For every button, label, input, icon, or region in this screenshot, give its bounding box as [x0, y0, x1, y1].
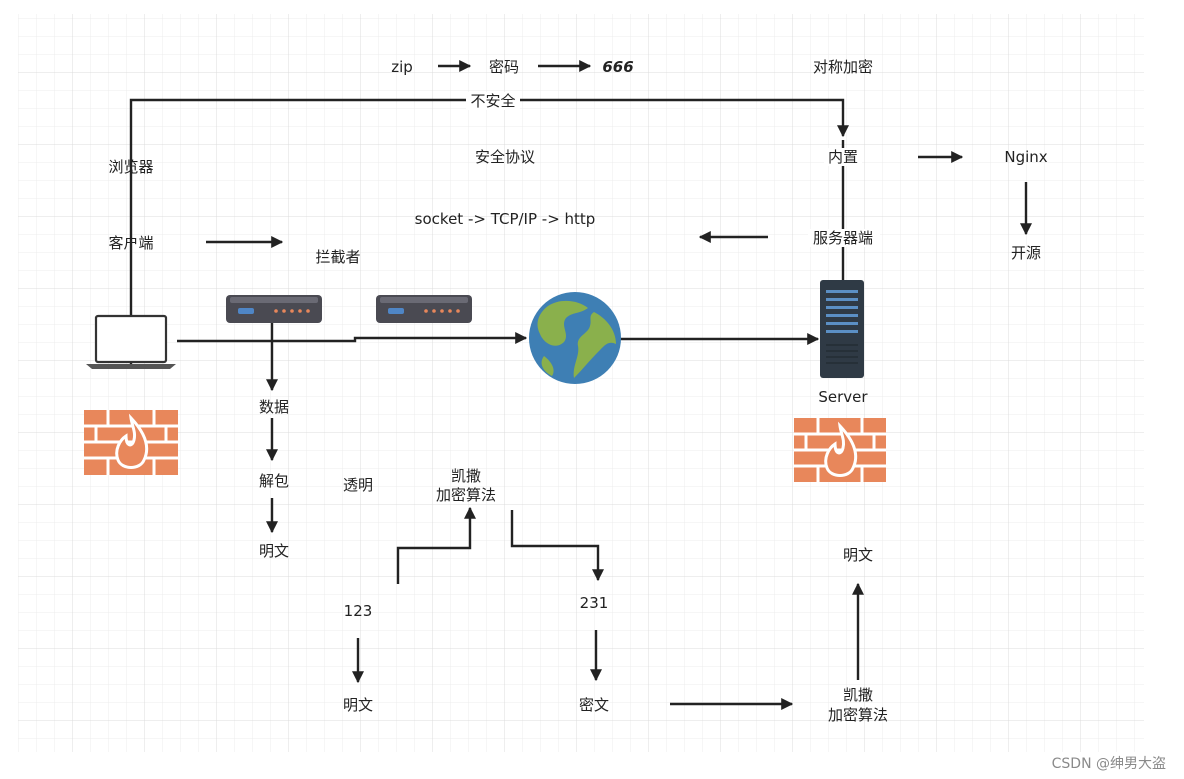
label-secure-protocol: 安全协议: [475, 148, 535, 166]
globe-icon: [529, 292, 621, 384]
firewall-icon-left: [84, 410, 178, 475]
label-data: 数据: [259, 398, 289, 416]
label-server-side: 服务器端: [813, 229, 873, 247]
label-server-side-bg: [808, 229, 880, 247]
label-123: 123: [344, 602, 373, 620]
router-icon-1: [226, 295, 322, 323]
label-ciphertext: 密文: [579, 696, 609, 714]
label-builtin-bg: [824, 148, 862, 166]
label-client: 客户端: [108, 234, 153, 252]
label-browser: 浏览器: [108, 158, 153, 176]
label-zip: zip: [391, 58, 413, 76]
labels: zip 密码 666 对称加密 不安全 浏览器 安全协议 内置 Nginx so…: [108, 58, 1047, 724]
label-interceptor: 拦截者: [315, 248, 360, 266]
label-builtin: 内置: [828, 148, 858, 166]
label-caesar2-line1: 凯撒: [843, 686, 873, 704]
label-insecure: 不安全: [470, 92, 515, 110]
label-symmetric-encryption: 对称加密: [813, 58, 873, 76]
arrow-caesar-to-231: [510, 510, 604, 582]
label-transparent: 透明: [343, 476, 373, 494]
label-password: 密码: [489, 58, 519, 76]
laptop-icon: [86, 314, 176, 369]
router-icon-2: [376, 295, 472, 323]
network-line-laptop-to-globe: [177, 332, 528, 344]
label-231: 231: [580, 594, 609, 612]
label-plaintext-bottom: 明文: [343, 696, 373, 714]
label-nginx: Nginx: [1004, 148, 1047, 166]
label-caesar2-line2: 加密算法: [828, 706, 888, 724]
server-rack-icon: [820, 280, 864, 378]
label-666: 666: [602, 58, 633, 76]
label-socket-chain: socket -> TCP/IP -> http: [415, 210, 596, 228]
label-plaintext-left: 明文: [259, 542, 289, 560]
watermark: CSDN @绅男大盗: [1052, 756, 1166, 772]
label-server: Server: [818, 388, 868, 406]
firewall-icon-right: [794, 418, 886, 482]
label-insecure-bg: [466, 92, 520, 110]
label-caesar-line2: 加密算法: [436, 486, 496, 504]
label-plaintext-right: 明文: [843, 546, 873, 564]
label-caesar-line1: 凯撒: [451, 467, 481, 485]
arrow-123-to-caesar: [396, 506, 476, 584]
label-open-source: 开源: [1011, 244, 1041, 262]
label-unpack: 解包: [259, 472, 289, 490]
